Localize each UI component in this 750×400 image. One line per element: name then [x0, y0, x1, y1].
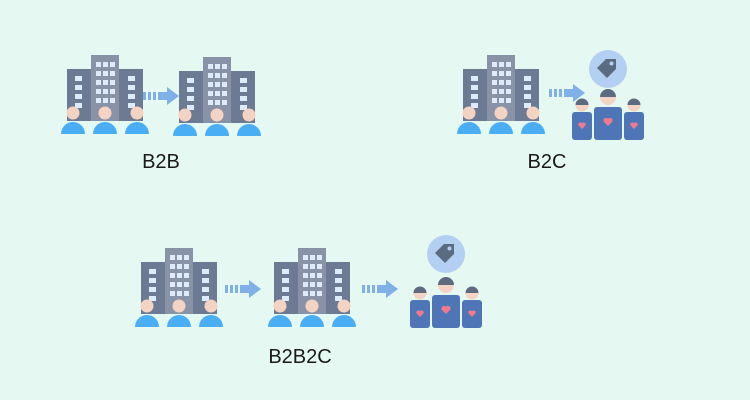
arrow-right-icon — [225, 280, 261, 298]
consumer-group-icon — [572, 89, 644, 140]
company-icon — [135, 248, 223, 327]
arrow-right-icon — [362, 280, 398, 298]
b2c-label: B2C — [527, 151, 567, 173]
company-icon — [457, 55, 545, 134]
company-icon — [173, 57, 261, 136]
price-tag-icon — [589, 50, 627, 88]
b2b-diagram — [61, 55, 261, 136]
b2b-label: B2B — [142, 151, 180, 173]
b2b2c-diagram — [135, 235, 482, 328]
b2c-diagram — [457, 50, 644, 140]
price-tag-icon — [427, 235, 465, 273]
company-icon — [268, 248, 356, 327]
company-icon — [61, 55, 149, 134]
consumer-group-icon — [410, 277, 482, 328]
arrow-right-icon — [143, 87, 179, 105]
b2b2c-label: B2B2C — [268, 346, 332, 368]
